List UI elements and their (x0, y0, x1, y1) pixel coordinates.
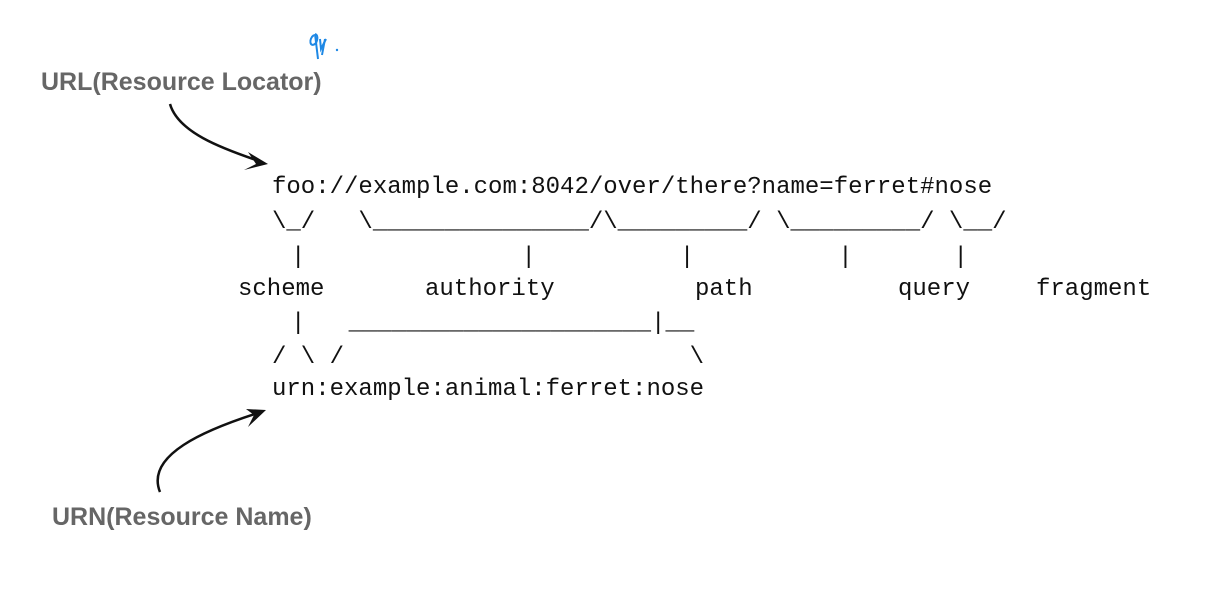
part-query: query (898, 276, 971, 303)
url-title: URL(Resource Locator) (41, 68, 322, 96)
urn-example: urn:example:animal:ferret:nose (272, 376, 705, 403)
url-part-braces: \_/ \_______________/\_________/ \______… (272, 209, 1007, 236)
urn-title: URN(Resource Name) (52, 503, 312, 531)
url-part-ticks: | | | | | (291, 244, 968, 271)
urn-part-braces: / \ / \ (272, 344, 705, 371)
part-scheme: scheme (238, 276, 325, 303)
url-example: foo://example.com:8042/over/there?name=f… (272, 174, 993, 201)
part-path: path (695, 276, 753, 303)
handwritten-mark-icon (309, 33, 339, 60)
part-authority: authority (425, 276, 555, 303)
part-fragment: fragment (1036, 276, 1152, 303)
urn-tick-line: | _____________________|__ (291, 310, 695, 337)
